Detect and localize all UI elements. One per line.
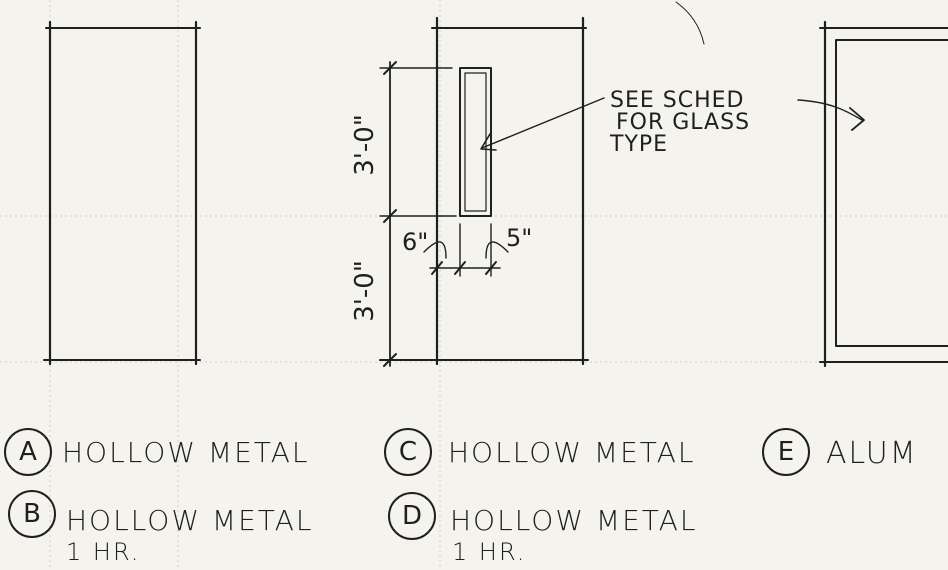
door-b-material: HOLLOW METAL bbox=[66, 504, 314, 537]
door-c-material: HOLLOW METAL bbox=[448, 436, 696, 469]
door-elevation-aluminum bbox=[797, 20, 948, 368]
door-elevation-vision-lite bbox=[379, 16, 605, 367]
door-tag-d: D bbox=[388, 492, 436, 540]
door-tag-a: A bbox=[4, 428, 52, 476]
door-d-rating: 1 HR. bbox=[452, 538, 527, 566]
door-elevation-plain bbox=[43, 20, 201, 366]
door-a-material: HOLLOW METAL bbox=[62, 436, 310, 469]
door-tag-e: E bbox=[762, 428, 810, 476]
glass-note-line-2: FOR GLASS bbox=[616, 110, 751, 135]
glass-note-line-3: TYPE bbox=[610, 132, 669, 157]
dimension-upper-height: 3'-0" bbox=[349, 114, 380, 176]
glass-note-line-1: SEE SCHED bbox=[610, 88, 745, 113]
door-tag-c: C bbox=[384, 428, 432, 476]
door-b-rating: 1 HR. bbox=[66, 538, 141, 566]
glass-note: SEE SCHED FOR GLASS TYPE bbox=[610, 90, 750, 156]
dimension-lower-height: 3'-0" bbox=[349, 260, 380, 322]
door-e-material: ALUM bbox=[826, 436, 918, 471]
door-d-material: HOLLOW METAL bbox=[450, 504, 698, 537]
dimension-left-offset: 6" bbox=[402, 228, 429, 256]
door-tag-b: B bbox=[8, 490, 56, 538]
dimension-glass-width: 5" bbox=[506, 224, 533, 252]
